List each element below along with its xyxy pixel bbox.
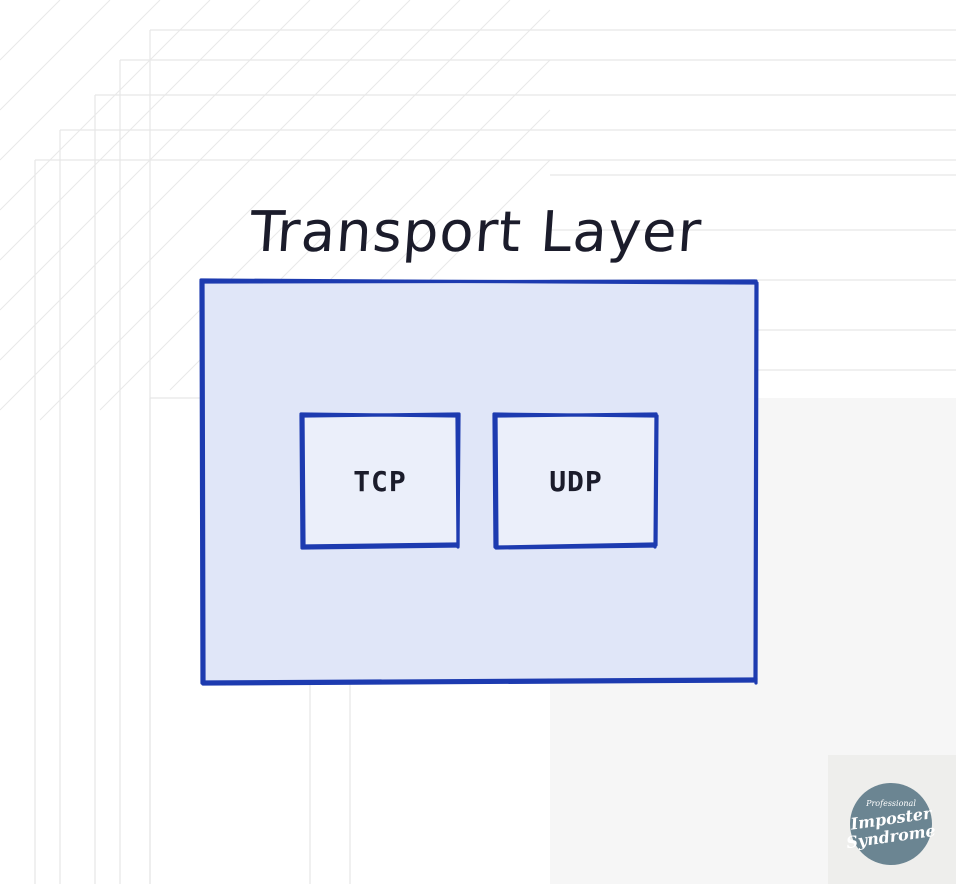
imposter-syndrome-logo: Professional Imposter Syndrome [828,755,956,884]
tcp-box [302,415,459,547]
udp-label: UDP [549,465,603,498]
background-hatching [0,0,551,421]
logo-circle: Professional Imposter Syndrome [845,783,937,865]
logo-top-text: Professional [866,799,916,808]
diagram-title: Transport Layer [247,200,704,265]
udp-box [495,415,656,547]
transport-layer-box [202,281,756,683]
tcp-label: TCP [353,465,407,498]
tcp-box-outline [299,412,461,550]
transport-layer-box-outline [199,278,759,686]
udp-box-outline [492,412,659,550]
